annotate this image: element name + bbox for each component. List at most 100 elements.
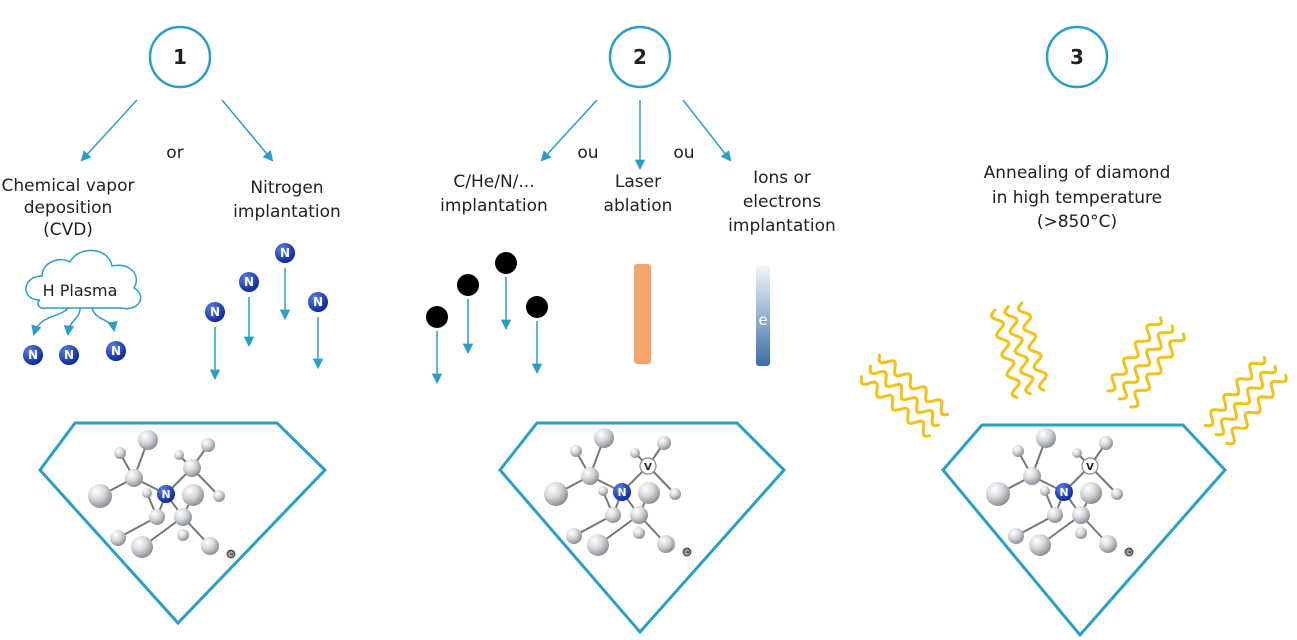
carbon-atom-icon: [201, 537, 219, 555]
carbon-atom-icon: [1099, 436, 1113, 450]
carbon-atom-icon: [657, 436, 671, 450]
carbon-atom-icon: [131, 536, 153, 558]
nitrogen-atom-icon: N: [106, 341, 126, 361]
carbon-atom-icon: [1012, 445, 1024, 457]
diamond-lattice-molecule: N©: [88, 430, 236, 559]
svg-text:in high temperature: in high temperature: [992, 188, 1162, 208]
svg-text:N: N: [210, 305, 220, 319]
carbon-atom-icon: [88, 484, 112, 508]
branch-arrow: [540, 99, 598, 162]
carbon-atom-icon: [1036, 428, 1056, 448]
svg-text:N: N: [617, 486, 626, 499]
carbon-atom-icon: [1023, 467, 1041, 485]
svg-text:Ions or: Ions or: [753, 168, 811, 188]
svg-text:N: N: [244, 275, 254, 289]
nitrogen-atom-icon: N: [205, 302, 225, 322]
copyright-mark: ©: [226, 549, 236, 559]
carbon-atom-icon: [1075, 527, 1087, 539]
svg-text:N: N: [313, 295, 323, 309]
step-3-number: 3: [1070, 45, 1084, 69]
step-3-badge: 3: [1045, 25, 1109, 89]
carbon-atom-icon: [1099, 535, 1117, 553]
label-ions-electrons: Ions or electrons implantation: [728, 168, 836, 236]
svg-text:ablation: ablation: [604, 196, 673, 216]
heat-wave-icon: [859, 353, 950, 438]
diamond-outline: [941, 423, 1228, 638]
label-laser-ablation: Laser ablation: [604, 172, 673, 216]
carbon-atom-icon: [138, 430, 158, 450]
carbon-atom-icon: [669, 488, 681, 500]
carbon-atom-icon: [213, 490, 225, 502]
diamond-lattice-molecule: VN ©: [544, 428, 692, 557]
carbon-atom-icon: [544, 482, 568, 506]
carbon-atom-icon: [1040, 486, 1050, 496]
connector-ou: ou: [673, 143, 694, 163]
laser-beam-icon: [634, 264, 651, 364]
particle-icon: [426, 306, 448, 328]
nitrogen-atom-icon: N: [239, 272, 259, 292]
plasma-cloud-icon: H Plasma: [25, 249, 142, 310]
svg-text:implantation: implantation: [233, 202, 341, 222]
svg-text:C/He/N/...: C/He/N/...: [453, 172, 534, 192]
nitrogen-atom-icon: N: [157, 485, 175, 503]
carbon-atom-icon: [1072, 506, 1090, 524]
svg-text:N: N: [111, 344, 121, 358]
carbon-atom-icon: [114, 447, 126, 459]
carbon-atom-icon: [630, 506, 648, 524]
vacancy-icon: V: [639, 457, 657, 475]
svg-text:implantation: implantation: [440, 196, 548, 216]
carbon-atom-icon: [1047, 507, 1063, 523]
svg-text:electrons: electrons: [743, 192, 821, 212]
svg-text:Laser: Laser: [615, 172, 661, 192]
svg-text:N: N: [161, 488, 170, 501]
carbon-atom-icon: [1008, 528, 1024, 544]
svg-text:N: N: [28, 348, 38, 362]
carbon-atom-icon: [587, 534, 609, 556]
svg-text:implantation: implantation: [728, 216, 836, 236]
svg-text:Annealing of diamond: Annealing of diamond: [984, 163, 1171, 183]
carbon-atom-icon: [657, 535, 675, 553]
electron-beam-icon: e: [756, 265, 770, 366]
svg-text:Chemical vapor: Chemical vapor: [2, 176, 135, 196]
carbon-atom-icon: [182, 484, 204, 506]
carbon-atom-icon: [174, 508, 192, 526]
heat-wave-icon: [1106, 316, 1186, 409]
svg-text:deposition: deposition: [24, 198, 113, 218]
carbon-atom-icon: [183, 459, 201, 477]
carbon-atom-icon: [1111, 488, 1123, 500]
carbon-atom-icon: [149, 509, 165, 525]
carbon-atom-icon: [1029, 534, 1051, 556]
svg-text:V: V: [1086, 462, 1094, 473]
particle-icon: [495, 252, 517, 274]
nitrogen-atom-icon: N: [1055, 483, 1073, 501]
svg-text:Nitrogen: Nitrogen: [250, 178, 323, 198]
vacancy-icon: V: [1081, 457, 1099, 475]
diamond-outline: [498, 421, 787, 635]
branch-arrow: [221, 99, 274, 162]
diamond-lattice-molecule: VN©: [986, 428, 1134, 557]
carbon-atom-icon: [177, 529, 189, 541]
step-1-badge: 1: [148, 25, 212, 89]
label-nitrogen-implantation: Nitrogen implantation: [233, 178, 341, 222]
svg-text:N: N: [1059, 486, 1068, 499]
step-2-number: 2: [633, 45, 647, 69]
step-1-number: 1: [173, 45, 187, 69]
carbon-atom-icon: [570, 445, 582, 457]
nitrogen-atom-icon: N: [59, 345, 79, 365]
carbon-atom-icon: [566, 528, 582, 544]
diamond-outline: [38, 421, 328, 626]
copyright-mark: ©: [682, 547, 692, 557]
svg-text:N: N: [64, 348, 74, 362]
electron-label: e: [758, 311, 767, 329]
carbon-atom-icon: [581, 467, 599, 485]
label-annealing: Annealing of diamond in high temperature…: [984, 163, 1171, 232]
carbon-atom-icon: [1080, 482, 1102, 504]
nitrogen-atom-icon: N: [23, 345, 43, 365]
plasma-label: H Plasma: [43, 281, 118, 300]
connector-or: or: [166, 143, 183, 163]
label-ion-implantation: C/He/N/... implantation: [440, 172, 548, 216]
svg-text:N: N: [280, 246, 290, 260]
heat-wave-icon: [989, 301, 1049, 399]
nitrogen-atom-icon: N: [613, 483, 631, 501]
